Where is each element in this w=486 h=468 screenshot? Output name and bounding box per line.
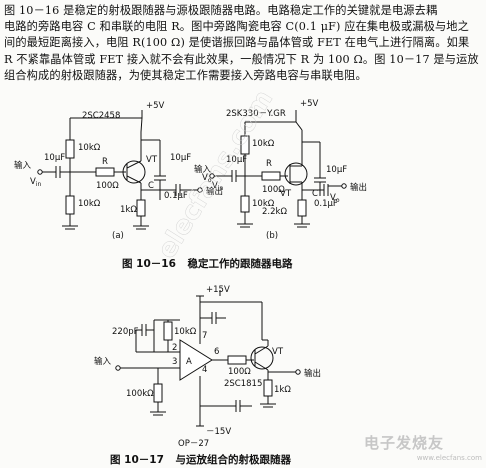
label-cap-out-a: 10μF: [170, 153, 191, 163]
label-r-emitter-a: 1kΩ: [120, 205, 137, 215]
label-transistor-a: 2SC2458: [82, 111, 120, 121]
watermark-brand-url: www.elecfans.com: [416, 454, 482, 462]
fet-b: [284, 162, 308, 186]
label-r-in: 100kΩ: [126, 389, 154, 399]
label-vout-a: Vo: [202, 173, 212, 184]
resistor-bottom-a: [65, 195, 75, 215]
watermark-diagonal: elecfans.com: [152, 85, 280, 264]
resistor-bottom-b: [240, 195, 250, 213]
label-cname-a: C: [148, 181, 154, 191]
label-pin4: 4: [202, 365, 207, 375]
label-transistor-17: 2SC1815: [224, 379, 262, 389]
label-opamp: A: [186, 357, 192, 367]
label-supply-neg: －15V: [206, 427, 231, 437]
label-output-a: 输出: [206, 186, 223, 197]
label-r-top-b: 10kΩ: [252, 139, 275, 149]
label-rval-b: 100Ω: [262, 185, 285, 195]
transistor-17: [250, 346, 274, 370]
paragraph-line-4: R 不紧靠晶体管或 FET 接入就不会有此效果，一般情况下 R 为 100 Ω。…: [4, 52, 479, 66]
body-paragraph: 图 10－16 是稳定的射极跟随器与源极跟随器电路。电路稳定工作的关键就是电源去…: [4, 3, 484, 84]
caption-fig16-title: 稳定工作的跟随器电路: [187, 258, 293, 270]
label-sub-a: (a): [112, 231, 124, 241]
label-rname-a: R: [102, 157, 108, 167]
caption-fig16-number: 图 10－16: [122, 258, 176, 270]
label-cap-fb: 220pF: [112, 327, 139, 337]
label-vin-a: Vin: [30, 177, 41, 188]
label-cval-b: 0.1μF: [314, 199, 338, 209]
label-supply-pos: +15V: [206, 285, 230, 295]
label-cap-in-b: 10μF: [226, 155, 247, 165]
label-pin6: 6: [214, 347, 219, 357]
resistor-series-a: [95, 167, 115, 177]
resistor-emitter-a: [136, 199, 146, 217]
resistor-feedback: [163, 321, 173, 341]
circuit-fig16b: [209, 110, 347, 228]
label-output-17: 输出: [304, 368, 321, 379]
resistor-source-b: [297, 199, 307, 217]
label-supply-b: +5V: [300, 99, 319, 109]
transistor-a: [122, 160, 146, 184]
watermark-brand-name: 电子发烧友: [364, 434, 445, 452]
label-input-17: 输入: [94, 356, 112, 367]
label-cap-out-b: 10μF: [326, 165, 347, 175]
label-pin3: 3: [172, 357, 177, 367]
label-r-load: 1kΩ: [274, 385, 291, 395]
label-opamp-part: OP－27: [178, 439, 209, 449]
resistor-series-b: [261, 171, 281, 181]
label-pin2: 2: [172, 343, 177, 353]
watermark-brand: 电子发烧友 www.elecfans.com: [364, 432, 482, 464]
label-cval-a: 0.1μF: [164, 191, 188, 201]
label-input-a: 输入: [14, 160, 32, 171]
label-device-17: VT: [272, 347, 284, 357]
label-sub-b: (b): [266, 231, 278, 241]
label-cname-b: C: [312, 189, 318, 199]
opamp-triangle: [179, 339, 213, 381]
label-r-source-b: 2.2kΩ: [262, 207, 287, 217]
label-transistor-b: 2SK330－Y.GR: [226, 109, 286, 119]
caption-fig17: 图 10－17 与运放组合的射极跟随器: [110, 452, 291, 467]
caption-fig17-title: 与运放组合的射极跟随器: [175, 454, 292, 466]
paragraph-line-2: 电路的旁路电容 C 和串联的电阻 R。图中旁路陶瓷电容 C(0.1 μF) 应在…: [4, 20, 469, 34]
label-rname-b: R: [266, 159, 272, 169]
label-supply-a: +5V: [146, 101, 165, 111]
label-device-b: VT: [280, 189, 292, 199]
label-cap-in-a: 10μF: [44, 153, 65, 163]
label-pin7: 7: [202, 331, 207, 341]
paragraph-line-3: 间的最短距离接入，电阻 R(100 Ω) 是使谐振回路与晶体管或 FET 在电气…: [4, 36, 470, 50]
caption-fig16: 图 10－16 稳定工作的跟随器电路: [122, 256, 293, 271]
resistor-series-17: [227, 355, 247, 365]
resistor-input: [153, 383, 163, 403]
label-device-a: VT: [146, 155, 158, 165]
paragraph-line-1: 图 10－16 是稳定的射极跟随器与源极跟随器电路。电路稳定工作的关键就是电源去…: [4, 4, 438, 17]
circuit-fig16a: [37, 110, 203, 230]
resistor-top-a: [65, 139, 75, 159]
paragraph-line-5: 组合构成的射极跟随器，为使其稳定工作需要接入旁路电容与串联电阻。: [4, 68, 367, 82]
label-output-b: 输出: [350, 182, 367, 193]
label-vout-b: Vo: [330, 193, 340, 204]
resistor-load: [263, 379, 273, 397]
label-vin-b: Vin: [212, 181, 223, 192]
label-r-bot-b: 10kΩ: [252, 199, 275, 209]
label-r-bot-a: 10kΩ: [78, 199, 101, 209]
label-input-b: 输入: [194, 164, 212, 175]
caption-fig17-number: 图 10－17: [110, 454, 164, 466]
circuit-fig17: [115, 290, 301, 427]
label-r-series-17: 100Ω: [228, 367, 251, 377]
label-r-fb: 10kΩ: [174, 327, 197, 337]
label-r-top-a: 10kΩ: [78, 143, 101, 153]
label-rval-a: 100Ω: [96, 181, 119, 191]
